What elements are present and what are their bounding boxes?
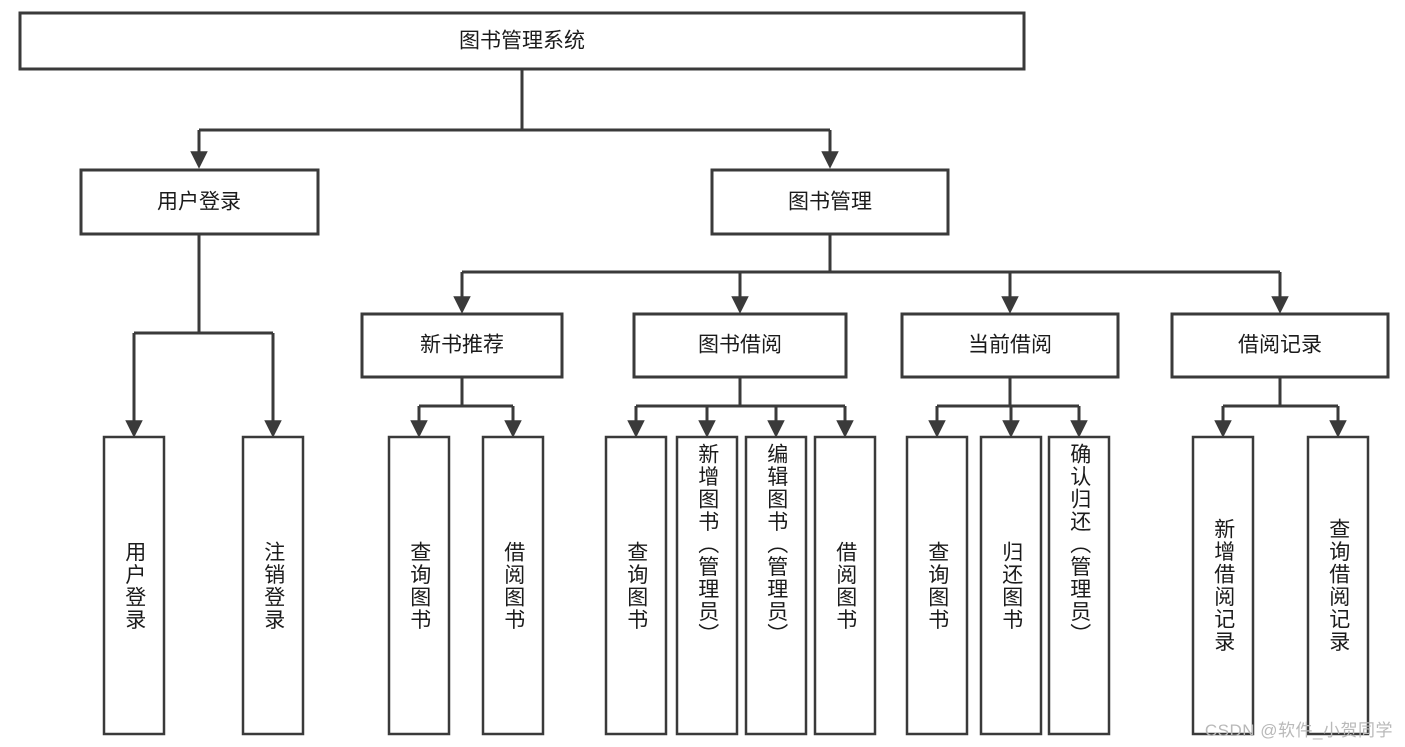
node-borrow-record-label: 借阅记录	[1238, 334, 1322, 357]
leaf-label-wrap-new-book-1: 借阅图书	[483, 437, 543, 734]
leaf-box-book-borrow-0[interactable]	[604, 435, 668, 736]
leaf-label-new-book-0: 查询图书	[407, 540, 431, 631]
leaf-label-user-login-1: 注销登录	[261, 540, 285, 631]
connector-group-current-borrow	[928, 377, 1088, 438]
leaf-box-user-login-0[interactable]	[102, 435, 166, 736]
node-root-label: 图书管理系统	[459, 30, 585, 53]
connector-group-user-login	[125, 234, 282, 438]
leaf-box-borrow-record-1[interactable]	[1306, 435, 1370, 736]
connector-group-borrow-record	[1214, 377, 1347, 438]
node-user-login-box[interactable]	[79, 168, 320, 236]
node-book-borrow[interactable]: 图书借阅	[632, 312, 848, 379]
node-current-borrow-box[interactable]	[900, 312, 1120, 379]
node-new-book-recommend-box[interactable]	[360, 312, 564, 379]
node-borrow-record[interactable]: 借阅记录	[1170, 312, 1390, 379]
connector-group-book-borrow	[627, 377, 854, 438]
node-root-box[interactable]	[18, 11, 1026, 71]
leaf-label-wrap-current-borrow-2: 确认归还（管理员）	[1049, 437, 1109, 734]
leaf-label-new-book-1: 借阅图书	[501, 540, 525, 631]
node-new-book-recommend-label: 新书推荐	[420, 334, 504, 357]
node-borrow-record-box[interactable]	[1170, 312, 1390, 379]
leaf-label-borrow-record-1: 查询借阅记录	[1326, 518, 1350, 653]
leaf-label-book-borrow-3: 借阅图书	[833, 540, 857, 631]
leaf-label-wrap-user-login-0: 用户登录	[104, 437, 164, 734]
leaf-box-current-borrow-0[interactable]	[905, 435, 969, 736]
leaf-box-current-borrow-1[interactable]	[979, 435, 1043, 736]
leaf-box-new-book-0[interactable]	[387, 435, 451, 736]
leaf-label-wrap-book-borrow-1: 新增图书（管理员）	[677, 437, 737, 734]
node-book-borrow-label: 图书借阅	[698, 334, 782, 357]
node-book-manage-label: 图书管理	[788, 191, 872, 214]
leaf-box-borrow-record-0[interactable]	[1191, 435, 1255, 736]
leaf-label-current-borrow-2: 确认归还（管理员）	[1067, 443, 1091, 646]
leaf-label-book-borrow-2: 编辑图书（管理员）	[764, 443, 788, 646]
leaf-box-book-borrow-3[interactable]	[813, 435, 877, 736]
node-current-borrow[interactable]: 当前借阅	[900, 312, 1120, 379]
leaf-label-book-borrow-1: 新增图书（管理员）	[695, 443, 719, 646]
leaf-label-wrap-user-login-1: 注销登录	[243, 437, 303, 734]
leaf-label-wrap-borrow-record-1: 查询借阅记录	[1308, 437, 1368, 734]
node-root[interactable]: 图书管理系统	[18, 11, 1026, 71]
connector-group-root	[190, 69, 839, 169]
leaf-label-current-borrow-1: 归还图书	[999, 540, 1023, 631]
leaf-label-wrap-book-borrow-3: 借阅图书	[815, 437, 875, 734]
leaf-box-book-borrow-1[interactable]	[675, 435, 739, 736]
leaf-label-wrap-current-borrow-1: 归还图书	[981, 437, 1041, 734]
connector-group-book-manage	[453, 234, 1289, 314]
watermark: CSDN @软件_小贺同学	[1204, 721, 1393, 740]
node-user-login-label: 用户登录	[157, 191, 241, 214]
leaf-label-wrap-book-borrow-2: 编辑图书（管理员）	[746, 437, 806, 734]
leaf-label-wrap-current-borrow-0: 查询图书	[907, 437, 967, 734]
node-current-borrow-label: 当前借阅	[968, 334, 1052, 357]
leaf-label-book-borrow-0: 查询图书	[624, 540, 648, 631]
leaf-box-new-book-1[interactable]	[481, 435, 545, 736]
node-book-borrow-box[interactable]	[632, 312, 848, 379]
connector-group-new-book	[410, 377, 522, 438]
node-book-manage[interactable]: 图书管理	[710, 168, 950, 236]
node-user-login[interactable]: 用户登录	[79, 168, 320, 236]
leaf-box-book-borrow-2[interactable]	[744, 435, 808, 736]
node-new-book-recommend[interactable]: 新书推荐	[360, 312, 564, 379]
leaf-label-wrap-new-book-0: 查询图书	[389, 437, 449, 734]
leaf-box-user-login-1[interactable]	[241, 435, 305, 736]
leaf-label-borrow-record-0: 新增借阅记录	[1211, 518, 1235, 653]
leaf-label-wrap-book-borrow-0: 查询图书	[606, 437, 666, 734]
node-book-manage-box[interactable]	[710, 168, 950, 236]
leaf-label-current-borrow-0: 查询图书	[925, 540, 949, 631]
leaf-label-user-login-0: 用户登录	[122, 540, 146, 631]
leaf-box-current-borrow-2[interactable]	[1047, 435, 1111, 736]
leaf-label-wrap-borrow-record-0: 新增借阅记录	[1193, 437, 1253, 734]
